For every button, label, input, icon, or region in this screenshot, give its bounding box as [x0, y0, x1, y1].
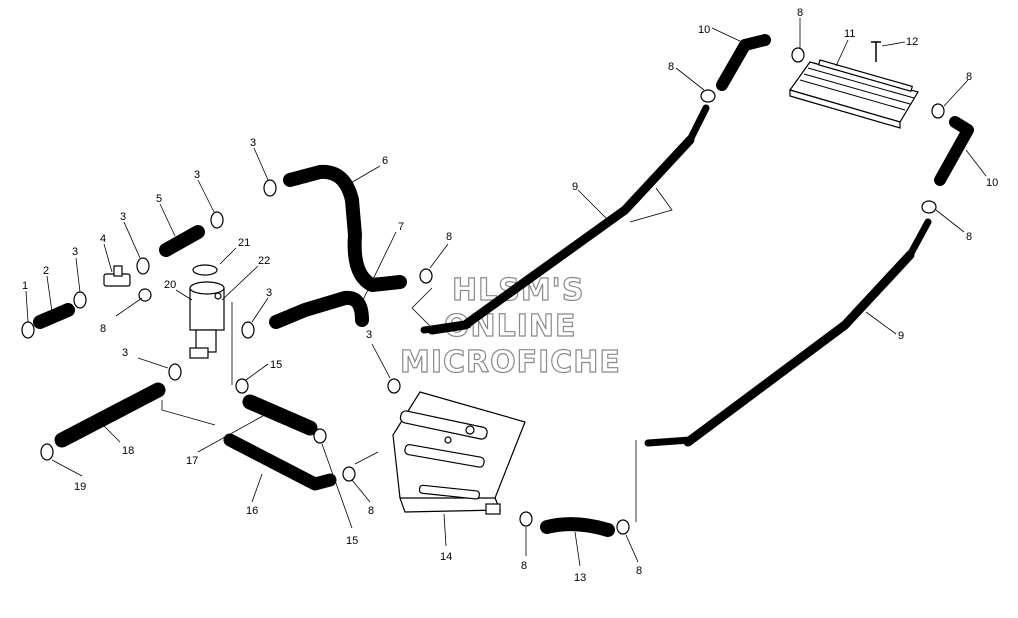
- watermark-line-3: MICROFICHE: [400, 345, 621, 380]
- tee-fitting-4: [103, 265, 131, 287]
- hose-9-upper: [420, 104, 710, 335]
- callout-10: 10: [986, 177, 998, 189]
- callout-16: 16: [246, 505, 258, 517]
- callout-3: 3: [122, 347, 128, 359]
- callout-14: 14: [440, 551, 452, 563]
- callout-15: 15: [346, 535, 358, 547]
- callout-22: 22: [258, 255, 270, 267]
- elbow-hose-10-top: [716, 34, 771, 91]
- callout-18: 18: [122, 445, 134, 457]
- hose-6: [283, 164, 407, 292]
- callout-7: 7: [398, 221, 404, 233]
- callout-8: 8: [636, 565, 642, 577]
- callout-3: 3: [194, 169, 200, 181]
- hose-13: [540, 517, 615, 537]
- callout-1: 1: [22, 280, 28, 292]
- callout-8: 8: [368, 505, 374, 517]
- callout-12: 12: [906, 36, 918, 48]
- callout-3: 3: [266, 287, 272, 299]
- hose-16: [223, 433, 337, 491]
- callout-15: 15: [270, 359, 282, 371]
- callout-19: 19: [74, 481, 86, 493]
- hose-clamps: [21, 47, 945, 535]
- hose-18: [54, 382, 166, 448]
- callout-17: 17: [186, 455, 198, 467]
- callout-8: 8: [100, 323, 106, 335]
- callout-8: 8: [668, 61, 674, 73]
- callout-8: 8: [966, 231, 972, 243]
- cap-21: [192, 264, 218, 276]
- callout-8: 8: [797, 7, 803, 19]
- callout-11: 11: [844, 28, 855, 40]
- hose-17: [242, 394, 318, 436]
- callout-9: 9: [572, 181, 578, 193]
- callout-10: 10: [698, 24, 710, 36]
- callout-2: 2: [43, 265, 49, 277]
- callout-8: 8: [966, 71, 972, 83]
- callout-3: 3: [366, 329, 372, 341]
- hose-7: [269, 290, 369, 329]
- elbow-hose-10-right: [934, 116, 974, 186]
- callout-4: 4: [100, 233, 106, 245]
- hose-5: [159, 225, 205, 257]
- callout-3: 3: [72, 246, 78, 258]
- callout-6: 6: [382, 155, 388, 167]
- screw-12: [871, 41, 881, 62]
- callout-8: 8: [521, 560, 527, 572]
- callout-3: 3: [120, 211, 126, 223]
- callout-5: 5: [156, 193, 162, 205]
- watermark: HLSM'S ONLINE MICROFICHE: [399, 272, 621, 380]
- callout-9: 9: [898, 330, 904, 342]
- callout-labels: 1 2 3 4 3 5 3 3 6 21 22 20 8 3 3 7 8 3 1…: [22, 7, 998, 584]
- callout-13: 13: [574, 572, 586, 584]
- callout-20: 20: [164, 279, 176, 291]
- hose-9-lower: [644, 218, 932, 447]
- callout-8: 8: [446, 231, 452, 243]
- engine-cover-14: [392, 391, 526, 515]
- callout-3: 3: [250, 137, 256, 149]
- leader-lines: [25, 18, 987, 567]
- coolant-tank-20: [189, 265, 225, 359]
- heat-exchanger-11: [789, 59, 919, 129]
- callout-21: 21: [238, 237, 250, 249]
- hose-2: [33, 303, 75, 329]
